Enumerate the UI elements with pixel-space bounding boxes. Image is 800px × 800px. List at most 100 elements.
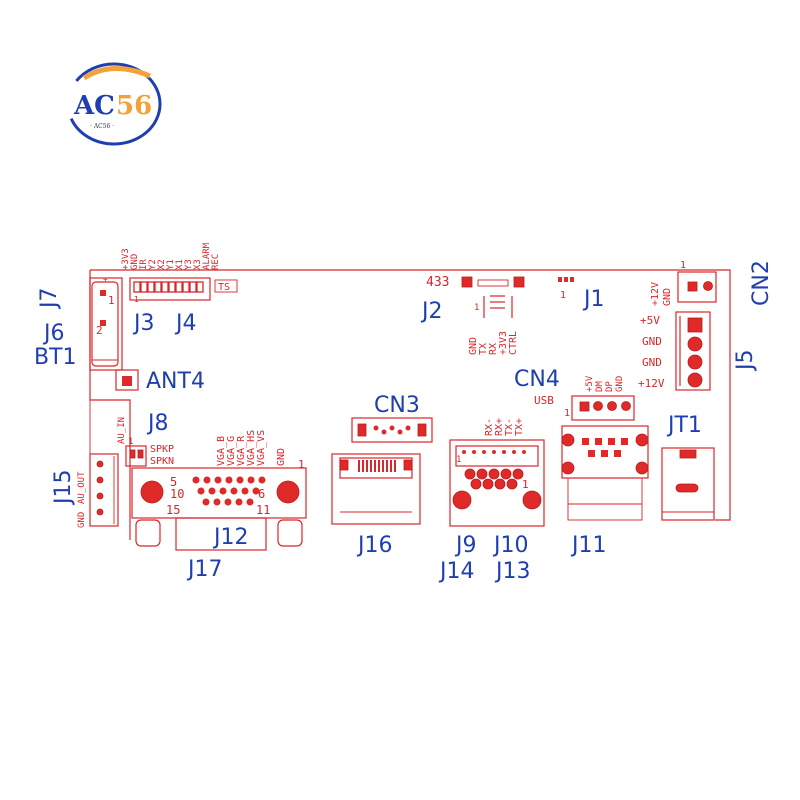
ts-label: TS: [218, 282, 230, 293]
label-ant4: ANT4: [146, 369, 205, 394]
svg-text:11: 11: [256, 503, 270, 517]
svg-text:REC: REC: [211, 254, 221, 270]
j1-footprint: 1: [558, 277, 574, 301]
j3-j4-header: 1 TS: [129, 277, 238, 304]
ac56-logo: AC 56 · AC56 ·: [66, 62, 162, 146]
j16-connector: [331, 453, 421, 525]
svg-text:GND: GND: [642, 356, 662, 369]
bt1-pin-1: 1: [108, 294, 115, 307]
svg-text:X3: X3: [193, 259, 203, 270]
svg-text:+3V3: +3V3: [121, 248, 131, 270]
svg-text:Y2: Y2: [148, 259, 158, 270]
bt1-plus: +: [103, 275, 108, 284]
j5-connector: [675, 311, 711, 391]
label-j4: J4: [174, 311, 197, 336]
j2-pin-labels: GND TX RX +3V3 CTRL: [468, 331, 519, 355]
j2-433: 433: [426, 275, 449, 290]
label-bt1: BT1: [34, 345, 77, 370]
j8-connector: 1 SPKP SPKN: [125, 437, 174, 467]
svg-text:GND: GND: [662, 288, 673, 306]
j5-pin-labels: +5V GND GND +12V: [638, 314, 665, 390]
svg-text:VGA_HS: VGA_HS: [246, 430, 257, 466]
cn3-connector: [351, 417, 433, 443]
svg-text:+5V: +5V: [585, 375, 595, 392]
j12-vga-connector: 1 5 10 15 6 11: [131, 458, 307, 551]
svg-text:ALARM: ALARM: [202, 242, 212, 270]
cn4-usb: USB: [534, 394, 554, 407]
label-cn2: CN2: [749, 260, 774, 306]
svg-text:GND: GND: [130, 254, 140, 270]
vga-pin-labels: VGA_B VGA_G VGA_R VGA_HS VGA_VS GND: [216, 430, 287, 466]
j3-pin-labels: +3V3 GND IR Y2 X2 Y1 X1 Y3 X3 ALARM REC: [121, 242, 221, 270]
svg-text:GND: GND: [615, 376, 625, 392]
svg-text:X2: X2: [157, 259, 167, 270]
label-cn4: CN4: [514, 367, 560, 392]
label-j13: J13: [494, 559, 530, 584]
label-j1: J1: [582, 287, 605, 312]
label-j2: J2: [420, 299, 443, 324]
svg-text:VGA_R: VGA_R: [236, 435, 247, 466]
svg-text:TX: TX: [478, 343, 489, 355]
svg-text:AU_OUT: AU_OUT: [77, 471, 87, 504]
svg-text:VGA_B: VGA_B: [216, 436, 227, 466]
svg-text:1: 1: [298, 458, 305, 471]
svg-text:GND: GND: [77, 512, 87, 528]
svg-text:1: 1: [522, 478, 529, 491]
label-j16: J16: [356, 533, 392, 558]
svg-text:VGA_VS: VGA_VS: [256, 430, 267, 466]
label-j17: J17: [186, 557, 222, 582]
logo-text-ac: AC: [73, 91, 115, 121]
label-j3: J3: [132, 311, 155, 336]
label-j5: J5: [733, 350, 758, 373]
j11-usb-connector: [561, 425, 649, 521]
cn4-pin-labels: +5V DM DP GND: [585, 375, 625, 392]
label-j9: J9: [454, 533, 477, 558]
svg-text:10: 10: [170, 487, 184, 501]
svg-text:+5V: +5V: [640, 314, 660, 327]
svg-text:AU_IN: AU_IN: [117, 417, 127, 444]
label-j15: J15: [51, 470, 76, 506]
label-j12: J12: [212, 525, 248, 550]
ant4-footprint: [115, 369, 139, 391]
svg-text:GND: GND: [276, 448, 287, 466]
svg-text:RX-: RX-: [484, 418, 495, 436]
svg-text:GND: GND: [468, 337, 479, 355]
logo-subtext: · AC56 ·: [90, 123, 114, 130]
svg-text:SPKN: SPKN: [150, 456, 174, 467]
j15-audio-connector: [89, 453, 119, 527]
svg-text:1: 1: [564, 408, 570, 419]
svg-text:SPKP: SPKP: [150, 444, 174, 455]
j2-connector: 433 1: [426, 275, 525, 318]
cn4-connector: 1 USB: [534, 394, 635, 421]
label-jt1: JT1: [666, 413, 702, 438]
svg-text:+3V3: +3V3: [498, 331, 509, 355]
svg-text:TX-: TX-: [504, 418, 515, 436]
svg-text:6: 6: [258, 487, 265, 501]
svg-text:RX: RX: [488, 343, 499, 355]
svg-text:GND: GND: [642, 335, 662, 348]
svg-text:DP: DP: [605, 381, 615, 392]
svg-text:1: 1: [560, 290, 566, 301]
svg-text:Y3: Y3: [184, 259, 194, 270]
cn2-connector: 1 +12V GND: [650, 260, 717, 306]
svg-text:CTRL: CTRL: [508, 331, 519, 355]
svg-text:5: 5: [170, 475, 177, 489]
bt1-pin-2: 2: [96, 324, 103, 337]
j9-rj45-connector: 1 1: [449, 439, 545, 527]
svg-text:15: 15: [166, 503, 180, 517]
label-j7: J7: [37, 288, 62, 311]
svg-text:Y1: Y1: [166, 259, 176, 270]
label-j6: J6: [42, 321, 65, 346]
label-j8: J8: [146, 411, 169, 436]
label-j10: J10: [492, 533, 528, 558]
svg-text:1: 1: [134, 295, 139, 304]
svg-text:IR: IR: [139, 259, 149, 270]
svg-text:1: 1: [456, 455, 461, 465]
svg-text:X1: X1: [175, 259, 185, 270]
logo-text-56: 56: [116, 91, 152, 121]
jt1-connector: [661, 447, 715, 521]
label-j11: J11: [570, 533, 606, 558]
svg-text:1: 1: [474, 303, 479, 313]
label-cn3: CN3: [374, 393, 420, 418]
